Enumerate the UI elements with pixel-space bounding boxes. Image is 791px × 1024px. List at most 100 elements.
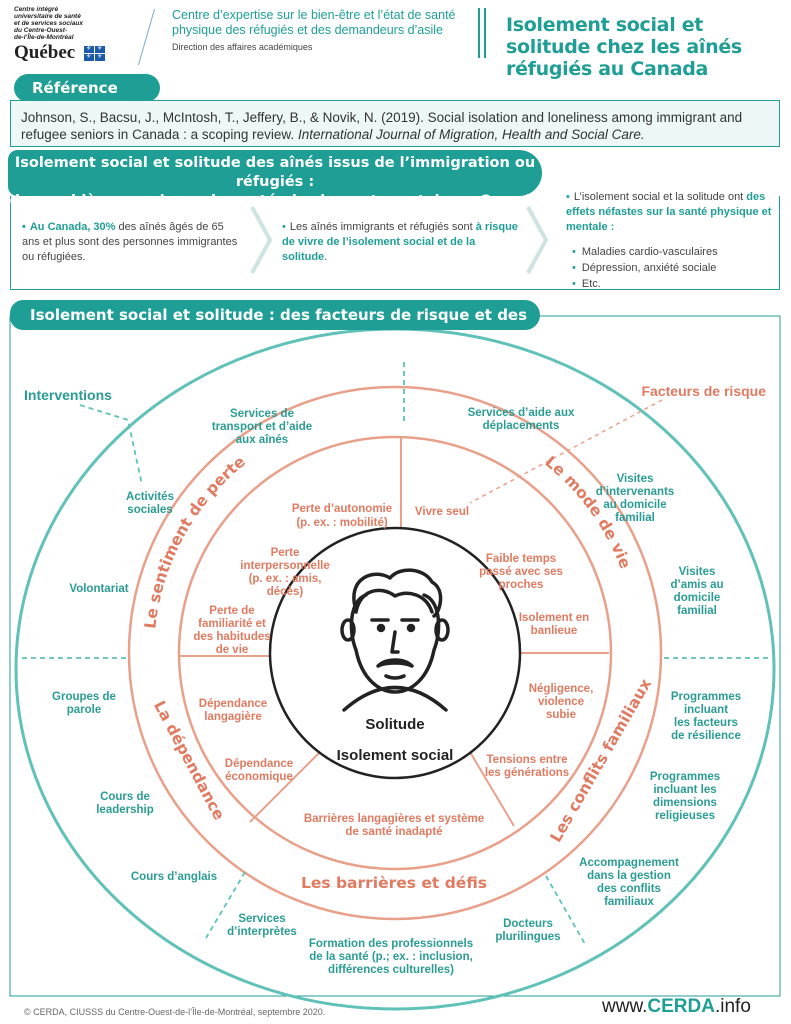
section3-title: Isolement social et solitude : des facte… [10, 300, 540, 354]
intervention-accompagnement-4: familiaux [604, 896, 654, 908]
intervention-resilience-1: Programmes [671, 691, 741, 703]
categories-ring [127, 385, 663, 921]
risk-text-pre: Les aînés immigrants et réfugiés sont [282, 221, 476, 233]
header: Centre intégré universitaire de santé et… [0, 0, 791, 80]
intervention-resilience-2: incluant [684, 704, 728, 716]
center-label-solitude: Solitude [365, 716, 424, 733]
intervention-transport-2: transport et d’aide [212, 421, 312, 433]
stat-column: Au Canada, 30% des aînés âgés de 65 ans … [22, 220, 244, 265]
risk-isolement-banlieue-2: banlieue [531, 625, 578, 637]
effects-highlight: des effets néfastes sur la santé physiqu… [566, 191, 772, 233]
intervention-accompagnement-1: Accompagnement [579, 857, 679, 869]
intervention-leadership-1: Cours de [100, 791, 150, 803]
risk-faible-temps-2: passé avec ses [479, 566, 563, 578]
title-divider-2 [484, 8, 486, 58]
footer-site-prefix: www. [602, 996, 648, 1017]
risk-negligence-3: subie [546, 709, 576, 721]
risk-negligence-1: Négligence, [529, 683, 594, 695]
intervention-activites-2: sociales [127, 504, 172, 516]
risk-text-post: . [324, 251, 328, 263]
effects-list: Maladies cardio-vasculaires Dépression, … [566, 245, 780, 292]
risk-barrieres-1: Barrières langagières et système [304, 813, 484, 825]
intervention-docteurs-2: plurilingues [495, 931, 560, 943]
footer-site-suffix: .info [714, 996, 751, 1017]
reference-box: Johnson, S., Bacsu, J., McIntosh, T., Je… [10, 100, 780, 147]
risk-column: Les aînés immigrants et réfugiés sont à … [282, 220, 518, 265]
risk-dependance-langagiere-2: langagière [204, 711, 262, 723]
intervention-groupes-2: parole [67, 704, 102, 716]
intervention-activites-1: Activités [126, 491, 174, 503]
risk-barrieres-2: de santé inadapté [345, 826, 442, 838]
risk-faible-temps-3: proches [499, 579, 544, 591]
stat-text: des aînés âgés de 65 ans et plus sont de… [22, 221, 238, 263]
risk-highlight: à risque de vivre de l’isolement social … [282, 221, 518, 263]
intervention-resilience-4: de résilience [671, 730, 741, 742]
intervention-transport-3: aux aînés [236, 434, 288, 446]
intervention-visites-intervenants-3: au domicile [603, 499, 666, 511]
intervention-visites-intervenants-4: familial [615, 512, 655, 524]
risk-perte-autonomie-ex: (p. ex. : mobilité) [296, 517, 388, 529]
effects-column: L’isolement social et la solitude ont de… [566, 190, 780, 293]
logo-institution-text: Centre intégré universitaire de santé et… [14, 6, 84, 41]
intervention-formation-1: Formation des professionnels [309, 938, 473, 950]
risk-factors-ring [177, 435, 613, 871]
risk-dependance-economique-1: Dépendance [225, 758, 293, 770]
ciusss-logo: Centre intégré universitaire de santé et… [14, 6, 138, 64]
stat-highlight: Au Canada, 30% [22, 221, 115, 233]
risk-isolement-banlieue-1: Isolement en [519, 612, 589, 624]
intervention-interpretes-1: Services [238, 913, 285, 925]
section2-box [10, 196, 780, 290]
risk-perte-familiarite-4: de vie [216, 644, 249, 656]
risk-perte-familiarite-3: des habitudes [193, 631, 270, 643]
risk-perte-interpersonnelle-3: (p. ex. : amis, [249, 573, 322, 585]
centre-title: Centre d’expertise sur le bien-être et l… [172, 8, 456, 37]
intervention-visites-amis-3: domicile [674, 592, 721, 604]
effects-item: Dépression, anxiété sociale [572, 261, 780, 276]
intervention-transport-1: Services de [230, 408, 294, 420]
intervention-visites-intervenants-2: d’intervenants [596, 486, 675, 498]
footer-website-link[interactable]: www.CERDA.info [602, 996, 751, 1018]
footer-site-brand: CERDA [647, 996, 715, 1017]
page-title: Isolement social et solitude chez les aî… [506, 14, 742, 80]
risk-perte-autonomie: Perte d’autonomie [292, 503, 392, 515]
intervention-deplacements-1: Services d’aide aux [468, 407, 575, 419]
risk-perte-familiarite-2: familiarité et [198, 618, 266, 630]
senior-face-icon [340, 568, 450, 712]
intervention-volontariat: Volontariat [69, 583, 128, 595]
intervention-visites-amis-4: familial [677, 605, 717, 617]
intervention-accompagnement-2: dans la gestion [587, 870, 671, 882]
intervention-accompagnement-3: des conflits [597, 883, 661, 895]
risk-dependance-economique-2: économique [225, 771, 293, 783]
intervention-visites-intervenants-1: Visites [617, 473, 654, 485]
reference-journal: International Journal of Migration, Heal… [297, 127, 645, 142]
title-divider-1 [478, 8, 480, 58]
sector-dividers [179, 437, 609, 827]
category-barrieres-defis: Les barrières et défis [301, 874, 487, 892]
logo-quebec-word: Québec [14, 42, 76, 63]
chevron-right-icon [250, 206, 273, 274]
intervention-docteurs-1: Docteurs [503, 918, 553, 930]
centre-subtitle: Direction des affaires académiques [172, 42, 313, 52]
intervention-visites-amis-1: Visites [679, 566, 716, 578]
risk-perte-interpersonnelle-4: décès) [267, 586, 304, 598]
risk-tensions-1: Tensions entre [487, 754, 568, 766]
risk-tensions-2: les générations [485, 767, 569, 779]
intervention-interpretes-2: d’interprètes [227, 926, 297, 938]
intervention-dividers [22, 362, 772, 945]
intervention-religieuses-2: incluant les [653, 784, 716, 796]
effects-text-pre: L’isolement social et la solitude ont [566, 191, 746, 203]
intervention-deplacements-2: déplacements [483, 420, 560, 432]
intervention-cours-anglais: Cours d’anglais [131, 871, 217, 883]
effects-item: Etc. [572, 277, 780, 292]
risk-perte-interpersonnelle-1: Perte [271, 547, 300, 559]
section2-title-line1: Isolement social et solitude des aînés i… [14, 155, 536, 190]
intervention-groupes-1: Groupes de [52, 691, 116, 703]
intervention-formation-3: différences culturelles) [328, 964, 454, 976]
section2-title-line2: des problèmes majeurs de santé physique … [9, 193, 541, 209]
intervention-visites-amis-2: d’amis au [670, 579, 723, 591]
center-label-isolement: Isolement social [337, 747, 454, 764]
section2-title: Isolement social et solitude des aînés i… [8, 150, 542, 209]
risk-vivre-seul: Vivre seul [415, 506, 469, 518]
intervention-religieuses-3: dimensions [653, 797, 717, 809]
